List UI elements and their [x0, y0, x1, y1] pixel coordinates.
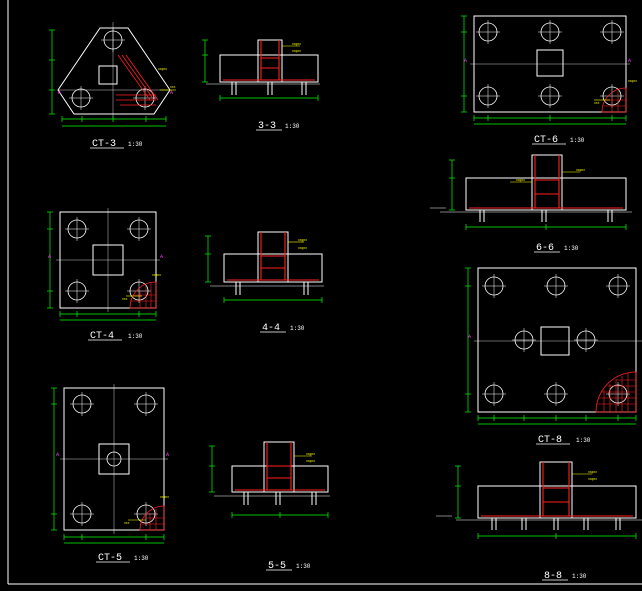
svg-text:XX@XX: XX@XX	[588, 470, 597, 474]
svg-text:XX@XX: XX@XX	[292, 42, 301, 46]
title-3-3: 3-3	[258, 121, 276, 132]
title-8-8: 8-8	[544, 571, 562, 582]
section-4-4: XX@XX XX@XX	[205, 231, 324, 303]
section-5-5: XX@XX XX@XX	[209, 441, 330, 518]
svg-text:XX@XX: XX@XX	[516, 178, 525, 182]
section-6-6: XX@XX XX@XX	[430, 154, 632, 230]
svg-text:XX@XX: XX@XX	[160, 495, 169, 499]
svg-text:A: A	[48, 254, 51, 260]
svg-text:XX@XX: XX@XX	[298, 238, 307, 242]
svg-text:XX@XX: XX@XX	[588, 477, 597, 481]
scale-ct5: 1:30	[134, 555, 149, 562]
svg-text:A: A	[58, 90, 61, 96]
scale-3-3: 1:30	[285, 123, 300, 130]
title-4-4: 4-4	[262, 323, 280, 334]
svg-text:XX@XX: XX@XX	[292, 49, 301, 53]
scale-5-5: 1:30	[296, 563, 311, 570]
section-8-8: XX@XX XX@XX	[436, 461, 642, 539]
plan-ct6: XXX XX@XX A A	[461, 15, 637, 125]
plan-ct8: A	[465, 267, 642, 425]
scale-8-8: 1:30	[572, 573, 587, 580]
svg-text:A: A	[628, 58, 631, 64]
svg-text:XXX: XXX	[170, 86, 176, 89]
title-ct6: CT-6	[534, 135, 558, 146]
svg-text:A: A	[166, 452, 169, 458]
svg-text:XX@XX: XX@XX	[306, 452, 315, 456]
section-3-3: XX@XX XX@XX	[202, 39, 320, 101]
scale-6-6: 1:30	[564, 245, 579, 252]
plan-ct4: XXX XX@XX A A	[47, 208, 163, 321]
svg-text:XX@XX: XX@XX	[298, 246, 307, 250]
scale-4-4: 1:30	[290, 325, 305, 332]
plan-ct3: XXX XX@XX A A	[49, 22, 176, 127]
svg-text:XXX: XXX	[594, 102, 600, 105]
title-5-5: 5-5	[268, 561, 286, 572]
svg-text:A: A	[464, 58, 467, 64]
title-ct3: CT-3	[92, 139, 116, 150]
plan-ct5: XXX XX@XX A A	[51, 384, 169, 544]
title-ct8: CT-8	[538, 435, 562, 446]
svg-text:XX@XX: XX@XX	[158, 67, 167, 71]
scale-ct8: 1:30	[576, 437, 591, 444]
title-ct5: CT-5	[98, 553, 122, 564]
scale-ct6: 1:30	[570, 137, 585, 144]
svg-text:A: A	[56, 452, 59, 458]
scale-ct4: 1:30	[128, 333, 143, 340]
title-6-6: 6-6	[536, 243, 554, 254]
svg-text:XX@XX: XX@XX	[152, 273, 161, 277]
title-ct4: CT-4	[90, 331, 114, 342]
scale-ct3: 1:30	[128, 141, 143, 148]
svg-text:XXX: XXX	[122, 298, 128, 301]
svg-text:XX@XX: XX@XX	[628, 79, 637, 83]
svg-text:XXX: XXX	[124, 522, 130, 525]
svg-text:XX@XX: XX@XX	[306, 459, 315, 463]
svg-text:A: A	[468, 334, 471, 340]
svg-text:A: A	[160, 254, 163, 260]
svg-text:XX@XX: XX@XX	[576, 168, 585, 172]
svg-text:A: A	[170, 90, 173, 96]
